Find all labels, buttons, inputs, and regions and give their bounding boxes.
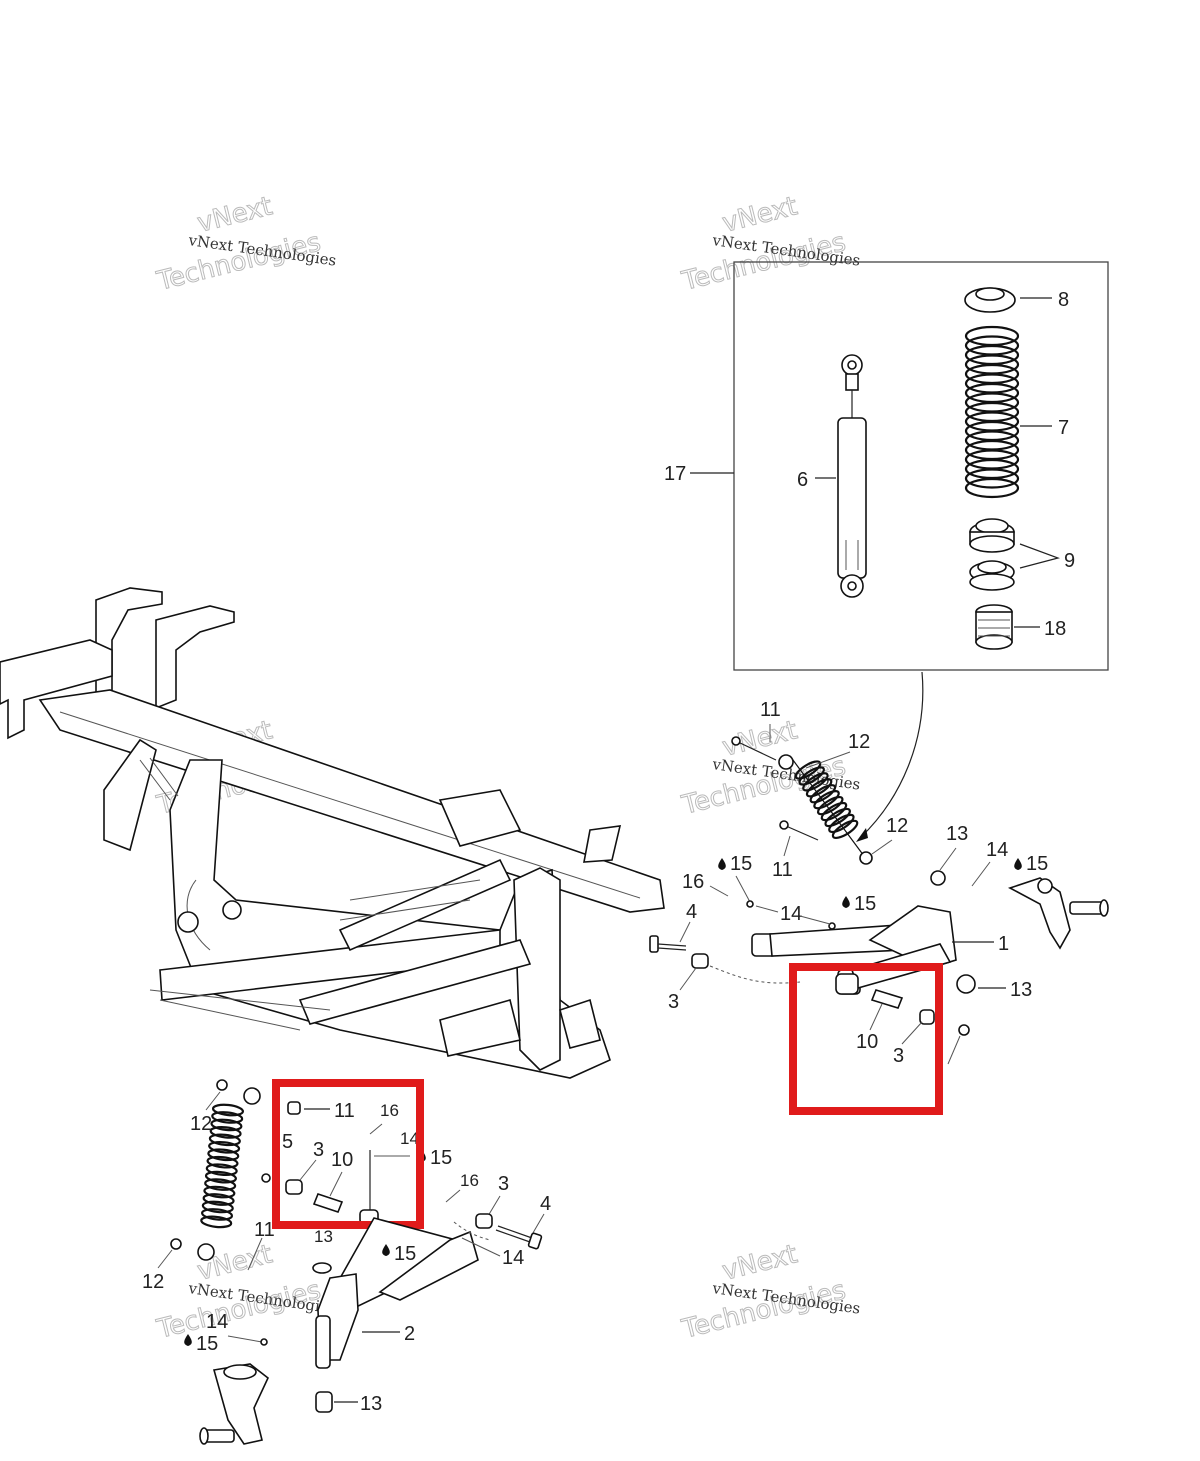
- grease-icon-left-b: [382, 1244, 390, 1256]
- spring-seat-lower-part: [969, 560, 1015, 591]
- callout-15-a: 15: [730, 853, 752, 875]
- callout-3-left-a: 3: [313, 1139, 324, 1161]
- callout-12-lower-right: 12: [886, 815, 908, 837]
- callout-9: 9: [1064, 550, 1075, 572]
- callout-11-upper-right: 11: [760, 699, 781, 721]
- svg-text:vNext: vNext: [194, 191, 275, 238]
- steering-knuckle-left: [199, 1363, 269, 1445]
- callout-3-left-b: 3: [498, 1173, 509, 1195]
- nut-12-lower-left: [170, 1238, 182, 1250]
- callout-13-upper-right: 13: [946, 823, 968, 845]
- bolt-11-upper-right: [731, 736, 777, 761]
- callout-5: 5: [282, 1131, 293, 1153]
- highlight-box-right: [789, 963, 943, 1115]
- bushing-3-left-a: [285, 1179, 303, 1195]
- a-arm-lower-left: [312, 1217, 479, 1413]
- callout-10-left: 10: [331, 1149, 353, 1171]
- callout-14-right: 14: [986, 839, 1008, 861]
- callout-15-b: 15: [854, 893, 876, 915]
- callout-12-upper-right: 12: [848, 731, 870, 753]
- callout-11-left: 11: [334, 1100, 355, 1122]
- watermark-bottom-right: vNext Technologies vNext Technologies: [678, 1239, 862, 1346]
- nut-12-lower-right: [859, 851, 873, 865]
- callout-18: 18: [1044, 618, 1066, 640]
- grease-icon-right-upper: [1014, 858, 1022, 870]
- callout-6: 6: [797, 469, 808, 491]
- svg-text:vNext: vNext: [719, 191, 800, 238]
- bushing-3-left-b: [475, 1213, 493, 1229]
- nut-12-upper-left: [216, 1079, 228, 1091]
- highlight-box-left: [272, 1079, 424, 1229]
- bolt-4-left: [495, 1225, 543, 1250]
- installed-shock-left: [197, 1087, 261, 1261]
- installed-shock-right: [778, 754, 865, 857]
- callout-8: 8: [1058, 289, 1069, 311]
- vehicle-frame: [0, 587, 665, 1079]
- callout-16-left-a: 16: [380, 1101, 399, 1120]
- callout-15-left-c: 15: [196, 1333, 218, 1355]
- callout-15-left-a: 15: [430, 1147, 452, 1169]
- svg-text:vNext: vNext: [719, 1239, 800, 1286]
- callout-13-upper-left: 13: [314, 1227, 333, 1246]
- callout-7: 7: [1058, 417, 1069, 439]
- callout-3-right-b: 3: [893, 1045, 904, 1067]
- callout-3-right-a: 3: [668, 991, 679, 1013]
- bump-stop-part: [975, 604, 1013, 650]
- bolt-4-right: [649, 935, 687, 953]
- callout-4-right: 4: [686, 901, 697, 923]
- shock-assembly-inset-box: [733, 261, 1109, 671]
- callout-13-lower-left: 13: [360, 1393, 382, 1415]
- callout-4-left: 4: [540, 1193, 551, 1215]
- bushing-3-right-a: [691, 953, 709, 969]
- callout-12-upper-left: 12: [190, 1113, 212, 1135]
- coil-spring-part: [964, 325, 1020, 499]
- sleeve-10-right: [870, 989, 904, 1009]
- callout-1: 1: [998, 933, 1009, 955]
- callout-14-left-b: 14: [502, 1247, 524, 1269]
- callout-15-right: 15: [1026, 853, 1048, 875]
- bolt-11-lower-right: [779, 820, 819, 841]
- watermark-bottom-left: vNext Technologies vNext Technologies: [153, 1239, 338, 1346]
- callout-14-left-a: 14: [400, 1129, 419, 1148]
- shock-absorber-part: [837, 354, 867, 598]
- grease-icon-left-c: [184, 1334, 192, 1346]
- bushing-3-right-c: [919, 1009, 970, 1036]
- grease-icon-15a: [718, 858, 726, 870]
- watermark-top-left: vNext Technologies vNext Technologies: [153, 191, 338, 298]
- callout-17: 17: [664, 463, 686, 485]
- callout-11-lower-left: 11: [254, 1219, 275, 1241]
- nut-11-left: [287, 1101, 301, 1115]
- sleeve-10-left: [312, 1193, 344, 1213]
- bushing-3-right-b: [835, 973, 859, 995]
- callout-14-a: 14: [780, 903, 802, 925]
- watermark-top-right: vNext Technologies vNext Technologies: [678, 191, 862, 298]
- callout-2: 2: [404, 1323, 415, 1345]
- callout-16-right: 16: [682, 871, 704, 893]
- callout-14-left-c: 14: [206, 1311, 228, 1333]
- grease-icon-15b: [842, 896, 850, 908]
- callout-11-lower-right: 11: [772, 859, 793, 881]
- spring-retainer-part: [964, 287, 1016, 313]
- steering-knuckle-right: [1007, 877, 1109, 950]
- callout-15-left-b: 15: [394, 1243, 416, 1265]
- callout-13-lower-right: 13: [1010, 979, 1032, 1001]
- callout-16-left-b: 16: [460, 1171, 479, 1190]
- callout-12-lower-left: 12: [142, 1271, 164, 1293]
- spring-seat-upper-part: [969, 518, 1015, 553]
- callout-10-right: 10: [856, 1031, 878, 1053]
